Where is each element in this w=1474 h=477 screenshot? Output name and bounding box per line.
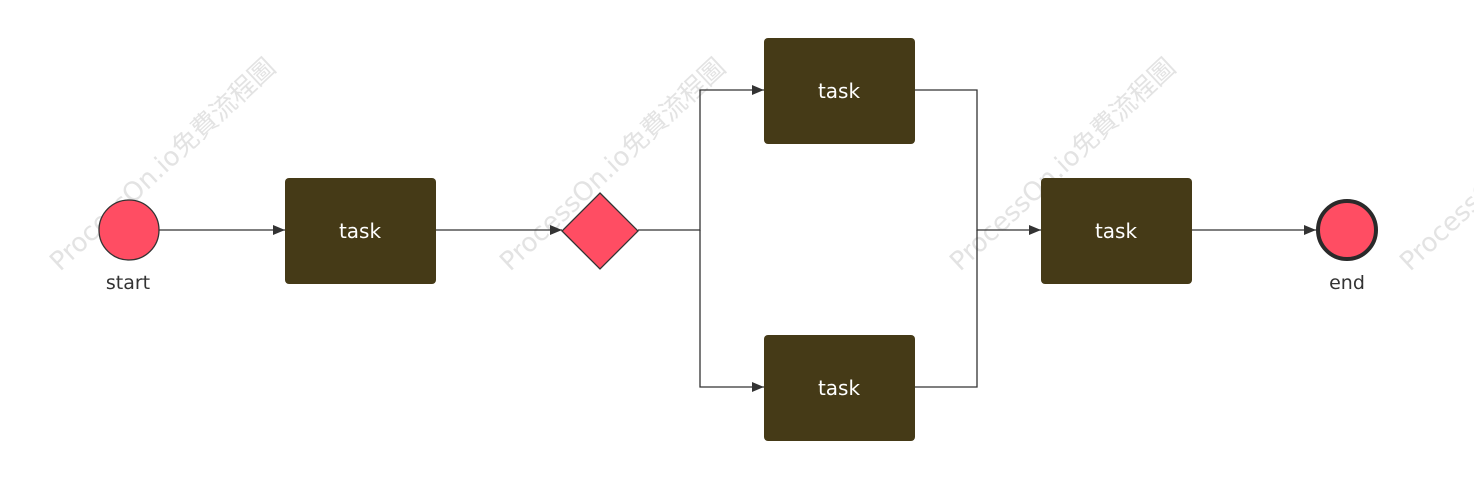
task-node-bottom-box[interactable]: [764, 335, 915, 441]
edge-gateway-to-task-top[interactable]: [638, 85, 764, 231]
start-event[interactable]: start: [98, 199, 160, 294]
task-node-merge-label: task: [1095, 219, 1138, 243]
watermark-text: ProcessOn.io免費流程圖: [44, 53, 282, 277]
end-event-label: end: [1329, 272, 1365, 294]
edge-task-top-to-merge[interactable]: [915, 89, 1041, 235]
task-node-top[interactable]: task: [764, 38, 915, 144]
start-event-circle[interactable]: [98, 199, 160, 261]
exclusive-gateway[interactable]: [561, 192, 639, 270]
task-node-bottom-label: task: [818, 376, 861, 400]
edge-gateway-to-task-bottom[interactable]: [699, 230, 764, 392]
end-event-circle[interactable]: [1316, 199, 1378, 261]
task-node-1[interactable]: task: [285, 178, 436, 284]
task-node-1-box[interactable]: [285, 178, 436, 284]
task-node-top-label: task: [818, 79, 861, 103]
task-node-merge-box[interactable]: [1041, 178, 1192, 284]
end-event[interactable]: end: [1316, 199, 1378, 294]
task-node-bottom[interactable]: task: [764, 335, 915, 441]
start-event-label: start: [106, 272, 150, 294]
watermark-layer: ProcessOn.io免費流程圖 ProcessOn.io免費流程圖 Proc…: [44, 53, 1474, 277]
task-node-merge[interactable]: task: [1041, 178, 1192, 284]
connectors: [159, 85, 1316, 392]
task-node-1-label: task: [339, 219, 382, 243]
watermark-text: ProcessOn.io免費流程圖: [1394, 53, 1474, 277]
edge-task-bottom-to-merge[interactable]: [915, 230, 978, 388]
gateway-diamond[interactable]: [561, 192, 639, 270]
task-node-top-box[interactable]: [764, 38, 915, 144]
